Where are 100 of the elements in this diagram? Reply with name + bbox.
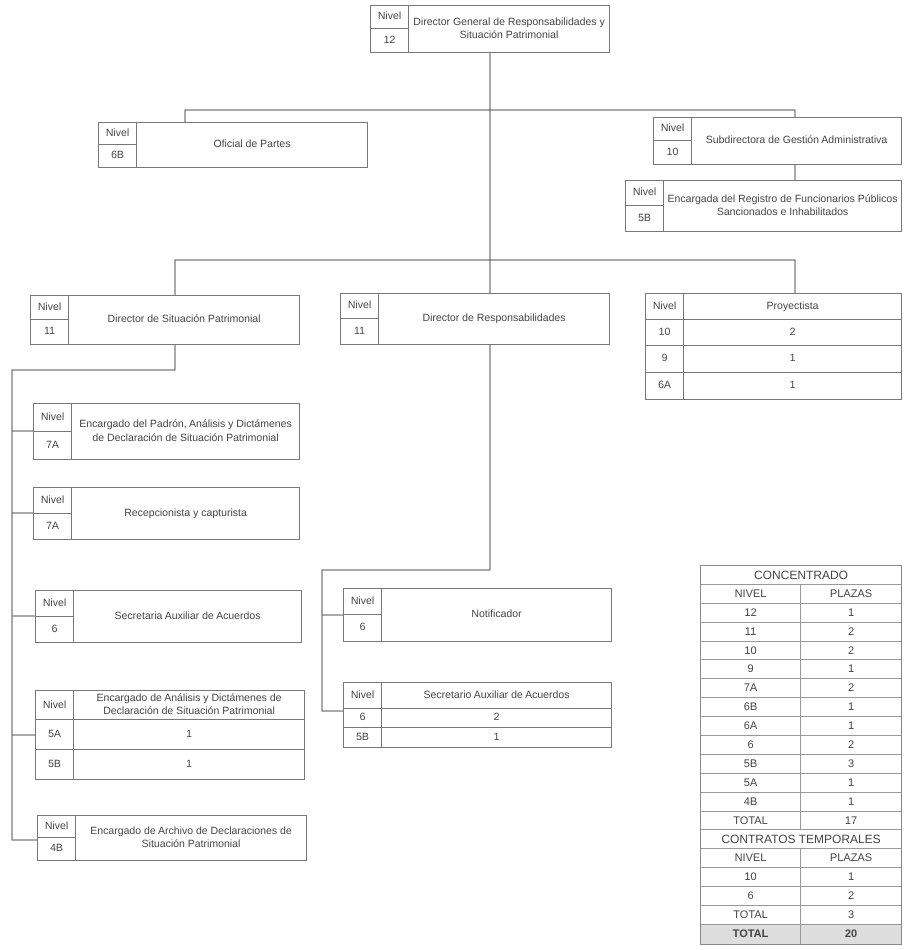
table-cell: 5B [701,754,801,774]
position-title: Encargado del Padrón, Análisis y Dictámenes de Declaración de Situación Patrimonial [78,417,293,446]
level-header: Nivel [36,591,74,616]
table-cell: 2 [801,679,901,698]
table-cell: 6B [701,698,801,718]
level-header: Nivel [31,296,69,320]
level-value: 10 [654,141,692,164]
position-box [370,5,610,53]
table-cell: NIVEL [701,849,801,868]
level-value: 5B [626,206,664,231]
level-header: Nivel [34,488,72,514]
count-value: 1 [74,720,304,750]
level-header: Nivel [99,123,137,145]
table-cell: 4B [701,792,801,812]
position-title: Recepcionista y capturista [123,506,248,521]
table-cell: 6 [701,887,801,906]
level-value: 6B [99,145,137,167]
level-header: Nivel [654,118,692,141]
level-value: 5A [36,720,74,750]
position-box [625,180,902,232]
table-cell: PLAZAS [801,584,901,604]
table-cell: TOTAL [701,924,801,944]
position-title: Subdirectora de Gestión Administrativa [704,133,888,148]
table-cell: 1 [801,717,901,736]
position-title: Secretaria Auxiliar de Acuerdos [114,608,262,624]
table-cell: 3 [801,754,901,774]
count-value: 2 [382,709,611,728]
level-value: 10 [646,320,684,346]
level-value: 9 [646,346,684,373]
position-title: Oficial de Partes [212,137,292,152]
position-box [37,815,307,861]
table-cell: TOTAL [701,812,801,830]
position-box [343,682,612,748]
level-header: Nivel [344,683,382,709]
table-cell: 2 [801,887,901,906]
position-box [343,588,612,642]
position-box [35,690,305,780]
table-cell: 7A [701,679,801,698]
count-value: 1 [185,756,193,772]
table-cell: 17 [801,812,901,830]
count-value: 2 [684,320,901,346]
position-title: Director de Situación Patrimonial [106,312,262,328]
table-cell: 2 [801,642,901,660]
level-header: Nivel [646,294,684,320]
table-cell: 1 [801,604,901,623]
level-value: 5B [36,750,74,779]
position-title: Proyectista [684,294,901,320]
table-cell: 6 [701,736,801,755]
level-header: Nivel [371,6,409,29]
position-box [645,293,902,400]
count-value: 1 [788,378,796,394]
position-title: Encargado de Archivo de Declaraciones de Situación Patrimonial [89,824,293,852]
table-heading: CONCENTRADO [701,566,901,585]
position-box [35,590,302,643]
level-header: Nivel [626,181,664,206]
position-box [30,295,300,345]
table-cell: PLAZAS [801,849,901,868]
table-cell: 6A [701,717,801,736]
table-cell: 2 [801,736,901,755]
table-cell: 10 [701,868,801,888]
table-heading: CONTRATOS TEMPORALES [701,830,901,850]
level-value: 6 [344,615,382,641]
table-cell: 10 [701,642,801,660]
table-cell: 1 [801,774,901,793]
level-header: Nivel [341,294,379,319]
level-value: 6 [344,709,382,728]
table-cell: 1 [801,698,901,718]
position-box [33,487,300,540]
table-cell: 1 [801,868,901,888]
position-title: Encargada del Registro de Funcionarios Públicos Sancionados e Inhabilitados [666,192,898,220]
table-cell: 5A [701,774,801,793]
position-box [33,403,300,460]
connector-line [794,164,796,180]
level-value: 6A [646,372,684,399]
table-cell: NIVEL [701,584,801,604]
position-box [98,122,368,168]
level-value: 4B [38,838,76,860]
level-value: 5B [344,728,382,747]
position-box [653,117,902,165]
position-title: Notificador [470,607,523,622]
table-cell: 1 [801,792,901,812]
position-title: Encargado de Análisis y Dictámenes de Declaración de Situación Patrimonial [74,691,304,720]
table-cell: 1 [801,660,901,680]
level-value: 12 [371,29,409,52]
position-title: Director de Responsabilidades [422,311,566,326]
level-header: Nivel [34,404,72,432]
level-value: 11 [31,320,69,344]
position-title: Secretario Auxiliar de Acuerdos [382,683,611,709]
level-header: Nivel [36,691,74,720]
position-title: Director General de Responsabilidades y Situación Patrimonial [412,14,606,43]
count-value: 1 [492,730,500,745]
level-value: 7A [34,432,72,459]
table-cell: 11 [701,622,801,642]
level-value: 11 [341,319,379,344]
level-value: 6 [36,616,74,642]
table-cell: 9 [701,660,801,680]
table-cell: 20 [801,924,901,944]
table-cell: 12 [701,604,801,623]
table-cell: 2 [801,622,901,642]
level-value: 7A [34,514,72,539]
